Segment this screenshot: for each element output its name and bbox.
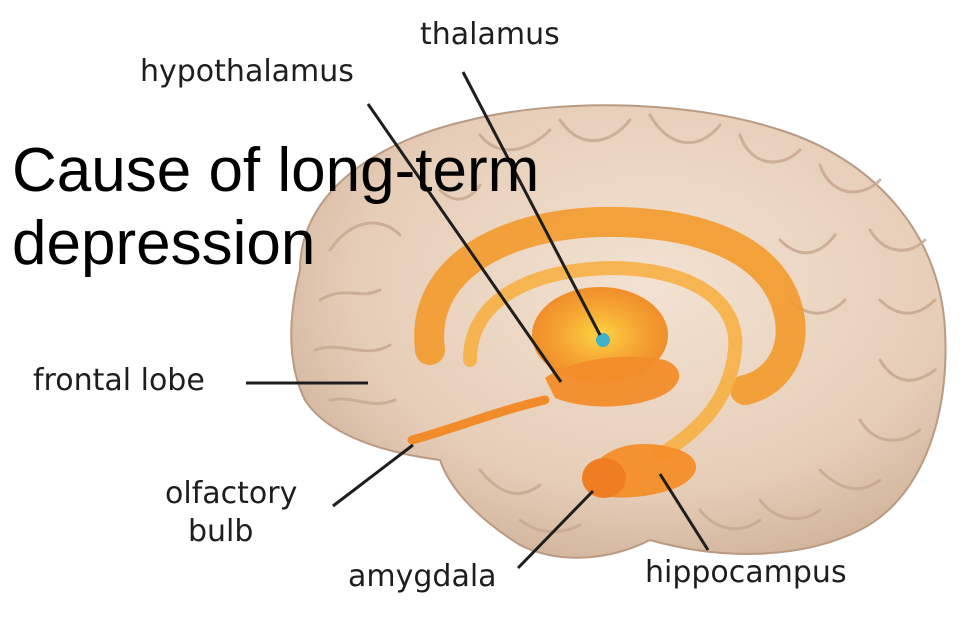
amygdala-leader: [516, 489, 595, 570]
amygdala-region: [582, 458, 626, 498]
thalamus-label: thalamus: [420, 17, 560, 52]
hippocampus-leader: [658, 473, 710, 551]
overlay-title-line2: depression: [12, 208, 316, 278]
hypothalamus-region: [545, 356, 680, 407]
hypothalamus-label: hypothalamus: [140, 54, 354, 89]
overlay-title: Cause of long-term depression: [12, 135, 539, 280]
olfactory-bulb-leader: [332, 443, 414, 508]
frontal-lobe-label: frontal lobe: [33, 363, 205, 398]
overlay-title-line1: Cause of long-term: [12, 136, 540, 205]
thalamus-leader: [461, 71, 602, 336]
olfactory-bulb-label-line1: olfactory: [165, 476, 298, 511]
olfactory-bulb-label-line2: bulb: [188, 514, 254, 549]
fornix-arc: [463, 260, 743, 462]
thalamus-center: [596, 333, 610, 347]
hippocampus-label: hippocampus: [645, 555, 847, 590]
cingulate-arc: [414, 206, 806, 405]
hypothalamus-leader: [366, 103, 563, 383]
amygdala-label: amygdala: [348, 559, 497, 594]
olfactory-tract: [407, 395, 550, 445]
